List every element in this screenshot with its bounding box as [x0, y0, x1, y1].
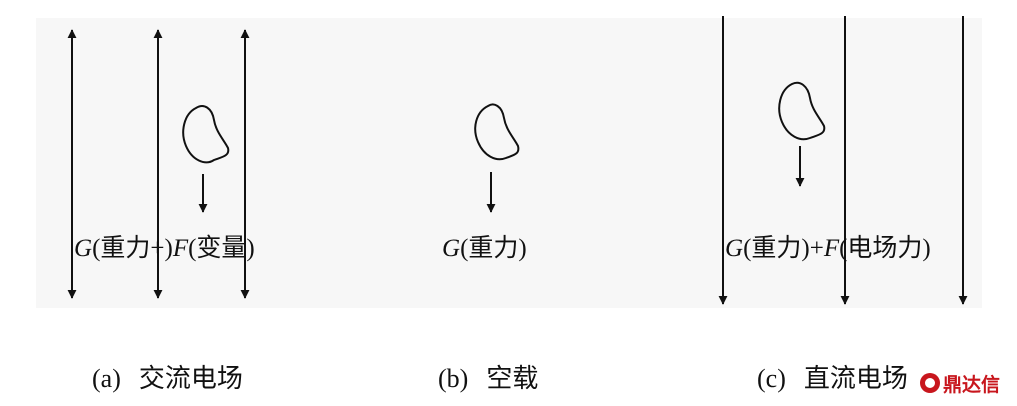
force-label-a: G(重力+)F(变量): [74, 228, 255, 264]
logo-icon: [920, 373, 940, 393]
caption-c: (c) 直流电场: [757, 358, 908, 395]
gravity-symbol: G: [442, 235, 461, 262]
ac-field-lines: [67, 29, 250, 299]
caption-tag: (a): [92, 364, 121, 393]
force-label-b: G(重力): [442, 228, 527, 264]
watermark-logo: 鼎达信: [920, 368, 1000, 398]
caption-text: 交流电场: [138, 364, 243, 393]
caption-tag: (c): [757, 364, 786, 393]
gravity-text: (重力): [460, 235, 527, 262]
force-symbol: F: [823, 235, 840, 262]
force-text: (变量): [188, 235, 255, 262]
caption-tag: (b): [438, 364, 469, 393]
gravity-text: (重力+): [92, 235, 173, 262]
caption-b: (b) 空载: [438, 358, 538, 395]
force-text: (电场力): [839, 235, 931, 262]
caption-text: 直流电场: [803, 364, 908, 393]
force-symbol: F: [172, 235, 189, 262]
gravity-symbol: G: [74, 235, 93, 262]
field-background: [36, 18, 982, 308]
particle-b: [474, 103, 520, 161]
caption-text: 空载: [486, 364, 539, 393]
caption-a: (a) 交流电场: [92, 358, 243, 395]
particle-a: [182, 105, 230, 164]
gravity-symbol: G: [725, 235, 744, 262]
dc-field-lines: [718, 16, 968, 305]
gravity-text: (重力)+: [743, 235, 824, 262]
particle-c: [778, 81, 826, 141]
force-label-c: G(重力)+F(电场力): [725, 228, 931, 264]
watermark-text: 鼎达信: [943, 373, 1001, 396]
